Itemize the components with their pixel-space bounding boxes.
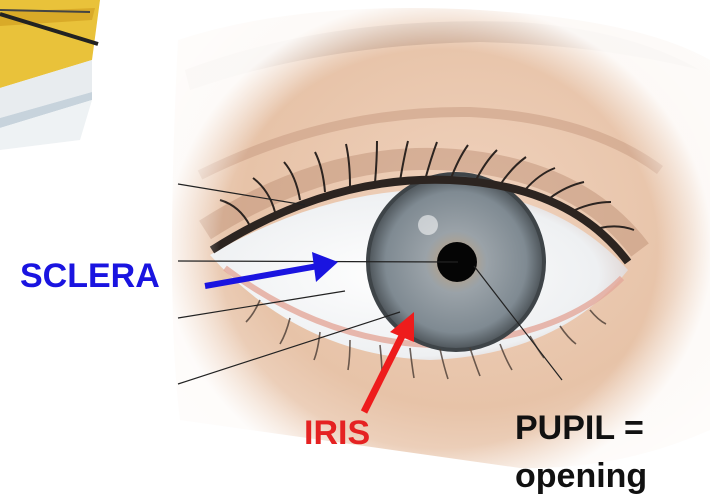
iris-label: IRIS [304,414,370,453]
pupil-label-line2: opening [515,452,647,500]
tissue-fragment [0,0,100,150]
pupil-label: PUPIL = opening [515,404,647,500]
pupil-label-line1: PUPIL = [515,404,647,452]
sclera-label: SCLERA [20,257,160,296]
